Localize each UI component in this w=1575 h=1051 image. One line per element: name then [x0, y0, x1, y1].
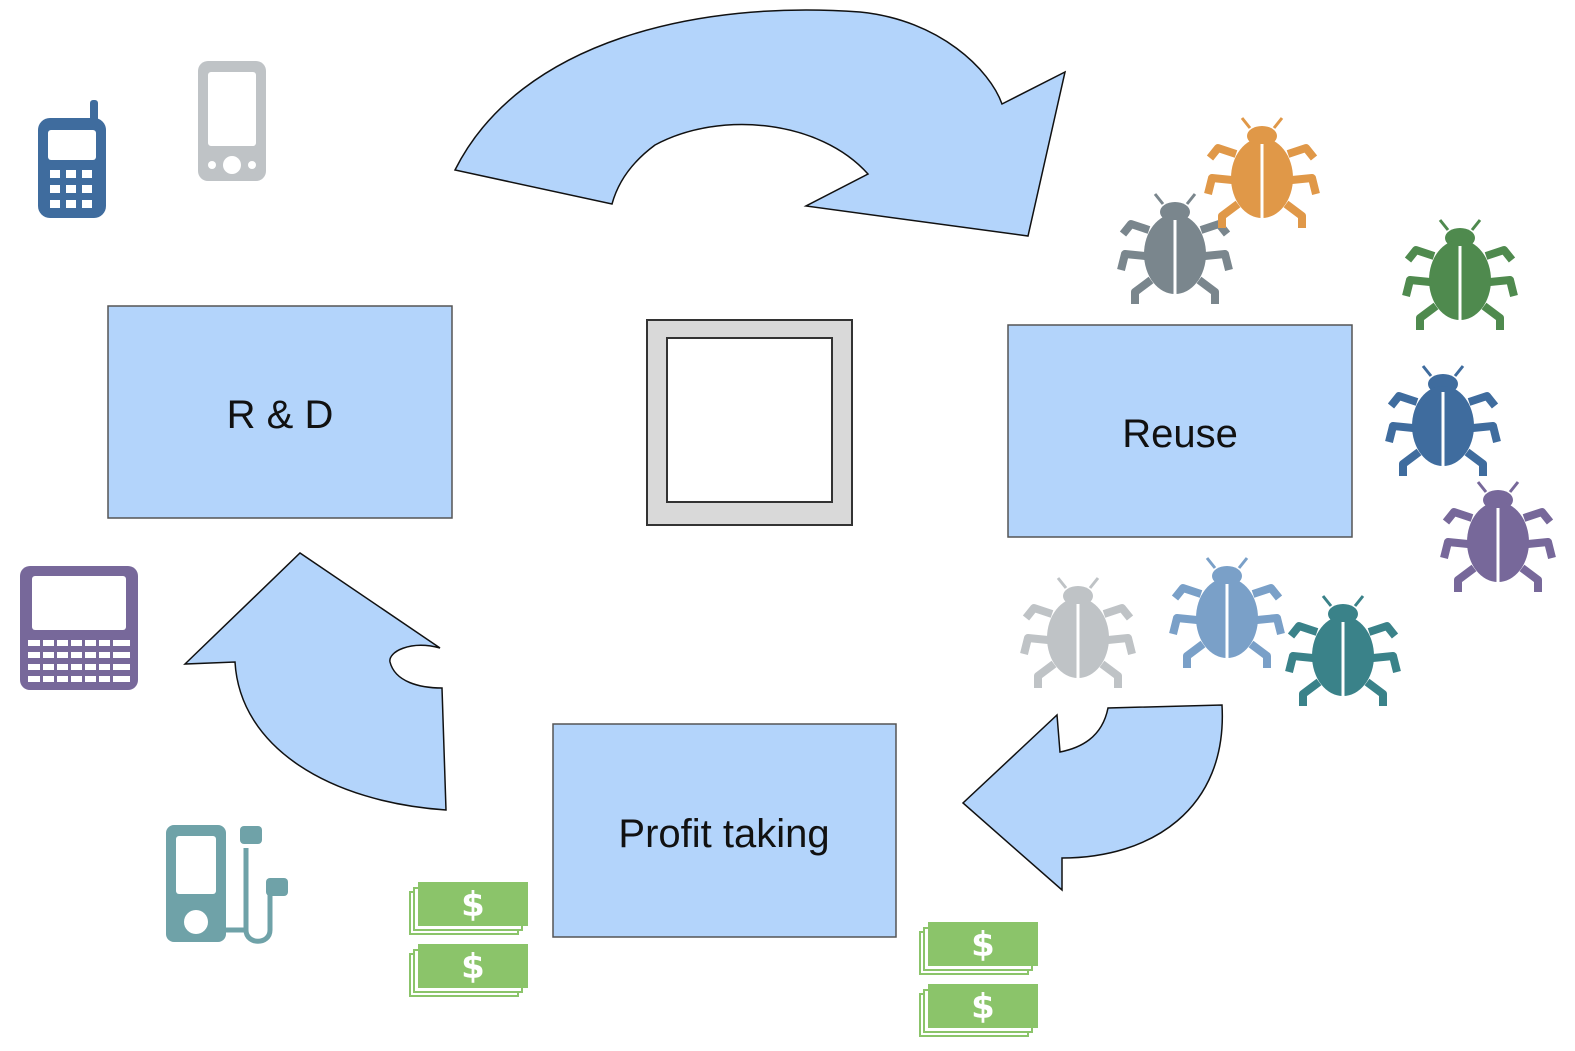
arrow-rd-to-reuse — [453, 9, 1067, 237]
green-bug-icon — [1406, 220, 1514, 330]
orange-bug-icon — [1208, 118, 1316, 228]
light-blue-bug-icon — [1173, 558, 1281, 668]
qwerty-phone-icon — [20, 566, 138, 690]
media-player-icon — [166, 825, 288, 944]
reuse-box: Reuse — [1007, 324, 1353, 538]
blue-bug-icon — [1389, 366, 1497, 476]
rd-label: R & D — [227, 393, 334, 437]
teal-bug-icon — [1289, 596, 1397, 706]
money-stack-icon — [409, 943, 529, 997]
arrow-profit-to-rd — [183, 552, 447, 811]
money-stack-icon — [919, 983, 1039, 1037]
money-stack-icon — [919, 921, 1039, 975]
center-frame — [646, 319, 853, 526]
gray-bug-icon — [1121, 194, 1229, 304]
reuse-label: Reuse — [1122, 412, 1238, 456]
cell-phone-icon — [38, 100, 106, 218]
light-gray-bug-icon — [1024, 578, 1132, 688]
money-stack-icon — [409, 881, 529, 935]
profit-taking-label: Profit taking — [618, 812, 829, 856]
smartphone-icon — [198, 61, 266, 181]
profit-taking-box: Profit taking — [552, 723, 897, 938]
arrow-reuse-to-profit — [961, 704, 1223, 892]
purple-bug-icon — [1444, 482, 1552, 592]
rd-box: R & D — [107, 305, 453, 519]
